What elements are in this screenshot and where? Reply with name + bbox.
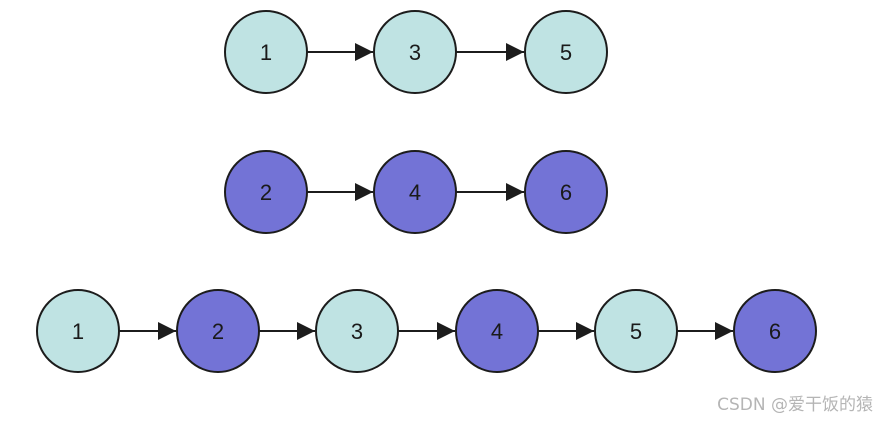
node-value-label: 2: [260, 180, 272, 205]
node-circle: [455, 289, 539, 373]
list-node: 3: [373, 10, 457, 94]
node-circle: [594, 289, 678, 373]
list-node: 6: [733, 289, 817, 373]
node-value-label: 1: [260, 40, 272, 65]
node-value-label: 3: [351, 319, 363, 344]
node-value-label: 1: [72, 319, 84, 344]
node-circle: [315, 289, 399, 373]
list-node: 4: [455, 289, 539, 373]
list-node: 5: [524, 10, 608, 94]
list-1: 1 3 5: [224, 10, 608, 94]
list-node: 1: [36, 289, 120, 373]
list-2: 2 4 6: [224, 150, 608, 234]
node-value-label: 4: [491, 319, 503, 344]
node-value-label: 5: [630, 319, 642, 344]
node-value-label: 5: [560, 40, 572, 65]
node-circle: [733, 289, 817, 373]
list-node: 5: [594, 289, 678, 373]
list-node: 3: [315, 289, 399, 373]
node-circle: [373, 150, 457, 234]
node-circle: [224, 150, 308, 234]
list-node: 2: [176, 289, 260, 373]
node-value-label: 3: [409, 40, 421, 65]
node-circle: [524, 10, 608, 94]
list-node: 1: [224, 10, 308, 94]
list-node: 6: [524, 150, 608, 234]
list-node: 2: [224, 150, 308, 234]
node-circle: [524, 150, 608, 234]
list-node: 4: [373, 150, 457, 234]
node-value-label: 6: [769, 319, 781, 344]
node-value-label: 2: [212, 319, 224, 344]
watermark-text: CSDN @爱干饭的猿: [717, 395, 873, 415]
merged-list: 1 2 3 4 5 6: [36, 289, 817, 373]
node-value-label: 6: [560, 180, 572, 205]
node-value-label: 4: [409, 180, 421, 205]
node-circle: [224, 10, 308, 94]
node-circle: [176, 289, 260, 373]
node-circle: [373, 10, 457, 94]
node-circle: [36, 289, 120, 373]
